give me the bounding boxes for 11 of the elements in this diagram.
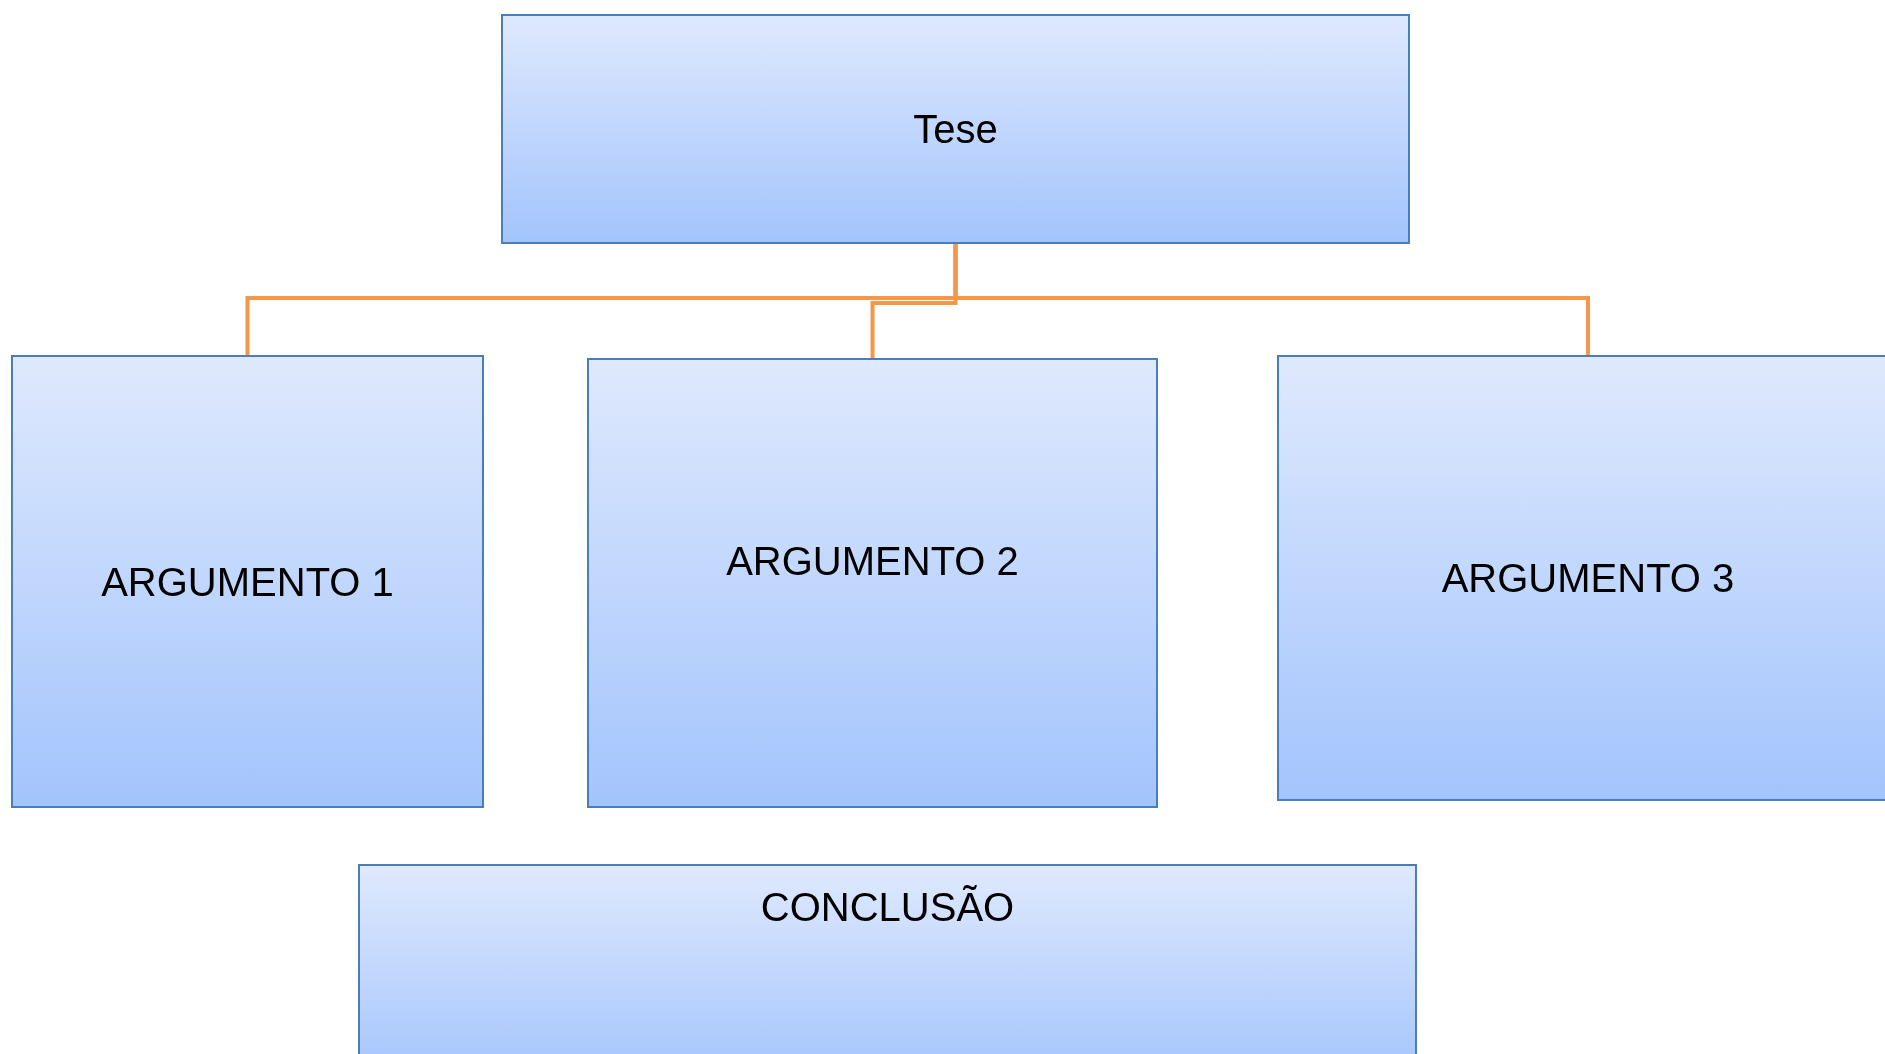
text-box: [1277, 355, 1885, 801]
box-label: Tese: [913, 106, 998, 153]
text-box: [358, 864, 1417, 1054]
box-label: CONCLUSÃO: [760, 884, 1015, 931]
connector-line: [953, 244, 1590, 355]
box-label: ARGUMENTO 1: [101, 558, 394, 606]
text-box: [587, 358, 1158, 808]
box-label: ARGUMENTO 3: [1441, 555, 1735, 602]
text-box: [11, 355, 484, 808]
text-box: [501, 14, 1410, 244]
box-label: ARGUMENTO 2: [726, 538, 1019, 585]
